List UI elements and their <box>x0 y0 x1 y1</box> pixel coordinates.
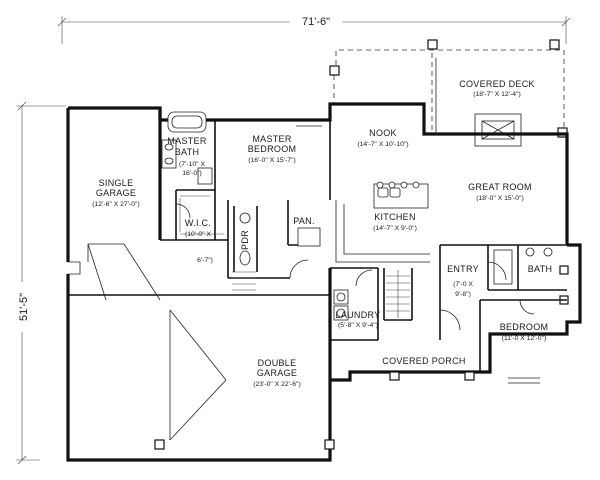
svg-text:MASTER: MASTER <box>167 136 207 146</box>
svg-text:MASTER: MASTER <box>252 134 292 144</box>
room-label-master-bedroom: MASTER BEDROOM (16'-0" X 15'-7") <box>248 134 297 164</box>
svg-text:GARAGE: GARAGE <box>257 368 297 378</box>
svg-text:BATH: BATH <box>528 264 553 274</box>
svg-text:NOOK: NOOK <box>369 128 397 138</box>
svg-text:BEDROOM: BEDROOM <box>248 144 297 154</box>
doors <box>68 125 540 441</box>
exterior-posts <box>154 265 569 450</box>
room-label-covered-deck: COVERED DECK (18'-7" X 12'-4") <box>459 79 535 98</box>
svg-text:DOUBLE: DOUBLE <box>258 358 297 368</box>
room-label-pdr: PDR <box>240 230 250 250</box>
hall-bath-fixtures <box>493 247 553 285</box>
svg-text:9'-8"): 9'-8") <box>455 291 471 298</box>
svg-text:LAUNDRY: LAUNDRY <box>336 310 381 320</box>
room-label-nook: NOOK (14'-7" X 10'-10") <box>357 128 408 148</box>
kitchen-island <box>373 181 429 209</box>
outdoor-table <box>474 113 522 147</box>
kitchen-counters <box>297 200 430 263</box>
svg-text:(5'-8" X 9'-4"): (5'-8" X 9'-4") <box>338 322 378 329</box>
overall-width-dimension: 71'-6" <box>57 13 571 44</box>
laundry-appliances <box>333 289 349 321</box>
svg-text:SINGLE: SINGLE <box>99 178 134 188</box>
room-label-single-garage: SINGLE GARAGE (12'-6" X 27'-0") <box>92 178 139 208</box>
room-label-wic: W.I.C. (10'-0" X 6'-7") <box>185 218 213 264</box>
stair-treads <box>386 270 410 318</box>
room-label-bedroom: BEDROOM (11'-0 X 12'-0") <box>500 322 549 342</box>
svg-text:GREAT ROOM: GREAT ROOM <box>468 182 532 192</box>
svg-text:COVERED DECK: COVERED DECK <box>459 79 535 89</box>
svg-text:W.I.C.: W.I.C. <box>185 218 211 228</box>
svg-text:BATH: BATH <box>175 147 200 157</box>
room-label-bath: BATH <box>528 264 553 274</box>
room-label-master-bath: MASTER BATH (7'-10" X 16'-0") <box>167 136 207 177</box>
room-label-pantry: PAN. <box>293 216 315 226</box>
svg-text:6'-7"): 6'-7") <box>197 257 213 264</box>
svg-text:COVERED PORCH: COVERED PORCH <box>382 356 465 366</box>
room-label-laundry: LAUNDRY (5'-8" X 9'-4") <box>336 310 381 329</box>
room-label-double-garage: DOUBLE GARAGE (23'-0" X 22'-6") <box>253 358 300 388</box>
svg-text:ENTRY: ENTRY <box>447 264 479 274</box>
svg-text:(18'-7" X 12'-4"): (18'-7" X 12'-4") <box>473 91 520 98</box>
svg-text:PDR: PDR <box>240 230 250 250</box>
svg-text:(14'-7" X 10'-10"): (14'-7" X 10'-10") <box>357 141 408 148</box>
wic-closet-rods <box>179 195 224 235</box>
svg-text:(14'-7" X 9'-0"): (14'-7" X 9'-0") <box>373 225 417 232</box>
svg-text:PAN.: PAN. <box>293 216 315 226</box>
svg-text:(16'-0" X 15'-7"): (16'-0" X 15'-7") <box>248 157 295 164</box>
interior-walls <box>68 108 567 372</box>
svg-text:(7'-0 X: (7'-0 X <box>453 281 473 288</box>
overall-width-label: 71'-6" <box>302 16 330 28</box>
room-label-great-room: GREAT ROOM (18'-0" X 15'-0") <box>468 182 532 202</box>
room-label-kitchen: KITCHEN (14'-7" X 9'-0") <box>373 212 417 232</box>
svg-text:GARAGE: GARAGE <box>96 188 136 198</box>
room-label-entry: ENTRY (7'-0 X 9'-8") <box>447 264 479 298</box>
overall-depth-dimension: 51'-5" <box>14 101 66 465</box>
svg-text:(12'-6" X 27'-0"): (12'-6" X 27'-0") <box>92 201 139 208</box>
svg-text:(23'-0" X 22'-6"): (23'-0" X 22'-6") <box>253 381 300 388</box>
pdr-fixtures <box>239 212 251 266</box>
svg-text:KITCHEN: KITCHEN <box>374 212 416 222</box>
svg-text:(18'-0" X 15'-0"): (18'-0" X 15'-0") <box>476 195 523 202</box>
svg-text:(11'-0 X 12'-0"): (11'-0 X 12'-0") <box>502 335 547 342</box>
svg-text:16'-0"): 16'-0") <box>182 170 202 177</box>
master-bath-fixtures <box>161 111 213 185</box>
overall-depth-label: 51'-5" <box>18 293 30 321</box>
svg-text:(7'-10" X: (7'-10" X <box>179 161 205 168</box>
svg-text:(10'-0" X: (10'-0" X <box>185 231 211 238</box>
room-label-covered-porch: COVERED PORCH <box>382 356 465 366</box>
garage-steps <box>232 271 256 291</box>
svg-text:BEDROOM: BEDROOM <box>500 322 549 332</box>
